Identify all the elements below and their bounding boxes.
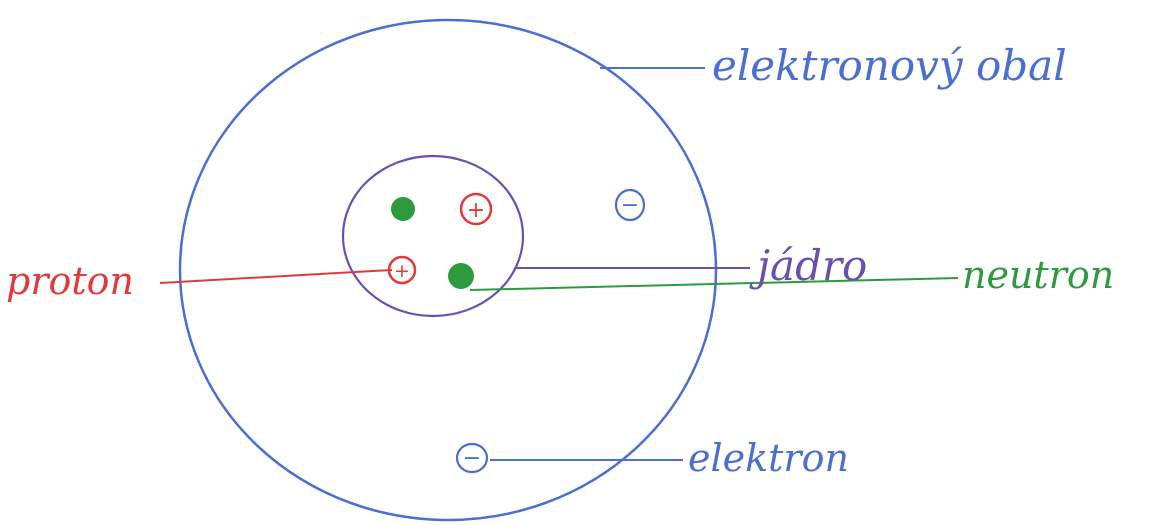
electron-shell-circle <box>180 20 716 520</box>
neutron-particle-1 <box>391 197 415 221</box>
label-proton: proton <box>6 259 134 303</box>
label-nucleus: jádro <box>749 241 867 290</box>
proton-sign-1: + <box>467 198 485 223</box>
proton-sign-2: + <box>394 260 410 282</box>
electron-sign-1: − <box>621 193 639 218</box>
neutron-particle-2 <box>448 263 474 289</box>
label-electron-shell: elektronový obal <box>712 41 1067 90</box>
proton-leader-line <box>160 270 392 283</box>
neutron-leader-line <box>470 278 958 290</box>
label-electron: elektron <box>688 436 849 480</box>
label-neutron: neutron <box>962 253 1114 297</box>
electron-sign-2: − <box>463 446 481 471</box>
nucleus-circle <box>343 156 523 316</box>
